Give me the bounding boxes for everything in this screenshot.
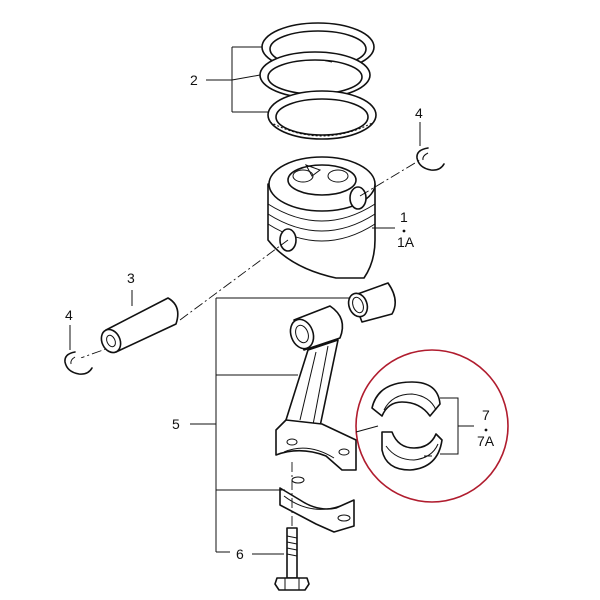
label-4-left: 4	[65, 307, 73, 323]
leader-piston	[372, 227, 406, 233]
piston-rings[interactable]	[259, 22, 377, 140]
label-6: 6	[236, 546, 244, 562]
label-2: 2	[190, 72, 198, 88]
label-7: 7	[482, 407, 490, 423]
leader-bolt	[216, 551, 284, 555]
oil-ring	[267, 90, 377, 140]
leader-rod	[190, 297, 350, 552]
bearing-highlight-circle	[355, 349, 509, 503]
second-ring	[259, 51, 371, 99]
label-3: 3	[127, 270, 135, 286]
label-7a: 7A	[477, 433, 495, 449]
connecting-rod-cap[interactable]	[279, 476, 355, 533]
leader-bearings	[440, 397, 488, 455]
label-1a: 1A	[397, 234, 415, 250]
snap-ring-left[interactable]	[64, 351, 93, 375]
leader-rings	[206, 46, 268, 113]
bearing-shell-lower[interactable]	[381, 431, 443, 471]
piston-pin[interactable]	[98, 297, 179, 356]
bearing-axis-line	[355, 425, 379, 433]
bearing-shell-upper[interactable]	[371, 381, 441, 417]
small-end-bushing[interactable]	[345, 282, 396, 323]
snap-ring-top[interactable]	[416, 147, 445, 171]
rod-bolt[interactable]	[274, 527, 310, 591]
label-1: 1	[400, 209, 408, 225]
piston[interactable]	[267, 156, 376, 279]
label-5: 5	[172, 416, 180, 432]
label-4-top: 4	[415, 105, 423, 121]
connecting-rod[interactable]	[275, 305, 357, 471]
